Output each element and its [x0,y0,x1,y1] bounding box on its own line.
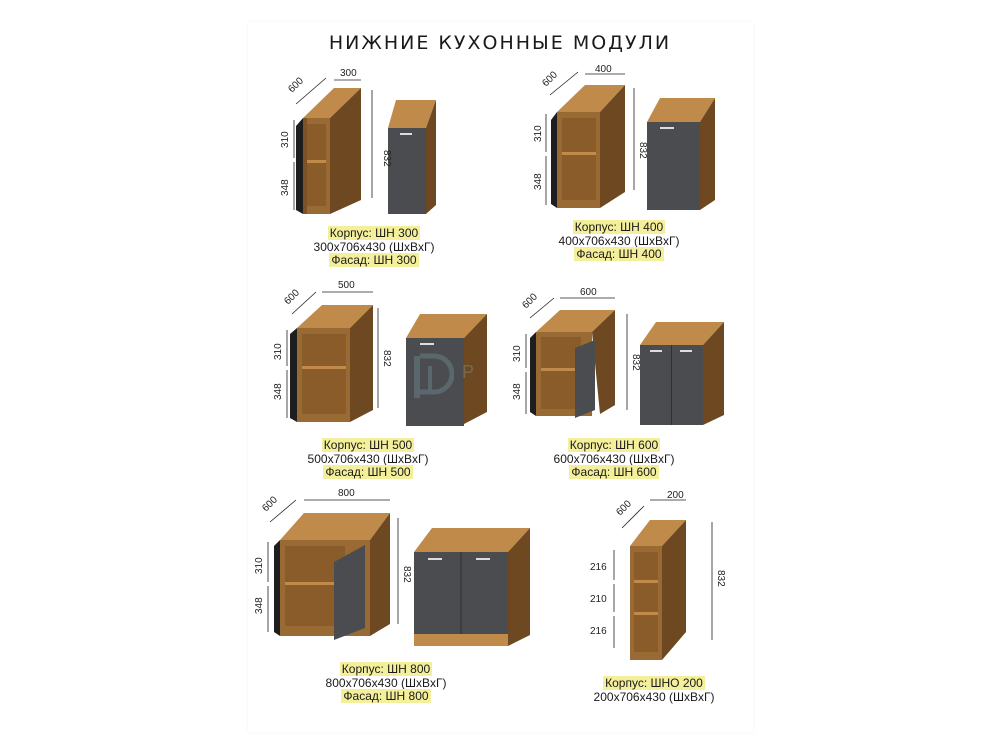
caption-size: 800x706x430 (ШxВxГ) [325,675,447,690]
dim-height: 832 [401,566,412,583]
dim-height: 832 [637,142,648,159]
page-title: НИЖНИЕ КУХОННЫЕ МОДУЛИ [328,32,672,54]
dim-width: 200 [667,490,684,501]
caption-fasad: Фасад: ШН 400 [574,247,664,261]
dim-height: 832 [630,354,641,371]
dim-width: 500 [338,280,355,291]
dim-height: 832 [381,350,392,367]
caption-size: 600x706x430 (ШxВxГ) [553,451,675,466]
dim-shelf1: 216 [590,562,607,573]
dim-upper: 310 [280,131,291,148]
dim-lower: 348 [280,179,291,196]
dim-shelf2: 210 [590,594,607,605]
cabinet-shn500-open [290,305,373,422]
cabinet-shn800-open [274,513,390,640]
caption-shn400: Корпус: ШН 400 400x706x430 (ШxВxГ) Фасад… [499,220,739,262]
caption-fasad: Фасад: ШН 800 [341,689,431,703]
caption-fasad: Фасад: ШН 500 [323,465,413,479]
watermark-text: P [462,362,476,382]
cabinet-shn400-open [551,85,625,208]
cabinet-shn300-closed [388,100,436,214]
caption-size: 500x706x430 (ШxВxГ) [307,451,429,466]
caption-korpus: Корпус: ШН 400 [572,220,666,234]
dim-lower: 348 [273,383,284,400]
dims-shn300 [293,77,373,210]
caption-korpus: Корпус: ШНО 200 [603,676,705,690]
caption-shn600: Корпус: ШН 600 600x706x430 (ШxВxГ) Фасад… [494,438,734,480]
dim-width: 400 [595,64,612,75]
dim-width: 300 [340,68,357,79]
caption-shn800: Корпус: ШН 800 800x706x430 (ШxВxГ) Фасад… [266,662,506,704]
caption-korpus: Корпус: ШН 600 [567,438,661,452]
dims-shno200 [613,499,713,648]
caption-korpus: Корпус: ШН 500 [321,438,415,452]
dim-upper: 310 [512,345,523,362]
caption-fasad: Фасад: ШН 600 [569,465,659,479]
dim-upper: 310 [533,125,544,142]
dim-depth: 600 [520,291,540,311]
dim-width: 600 [580,287,597,298]
dim-depth: 600 [614,498,634,518]
dim-depth: 600 [260,494,280,514]
dim-width: 800 [338,488,355,499]
caption-korpus: Корпус: ШН 800 [339,662,433,676]
watermark: P [410,352,600,412]
dim-height: 832 [381,150,392,167]
dim-depth: 600 [282,287,302,307]
cabinet-shn400-closed [647,98,715,210]
caption-shn300: Корпус: ШН 300 300x706x430 (ШxВxГ) Фасад… [254,226,494,268]
caption-shn500: Корпус: ШН 500 500x706x430 (ШxВxГ) Фасад… [248,438,488,480]
dim-depth: 600 [286,75,306,95]
cabinet-shn600-closed [640,322,724,425]
dim-upper: 310 [254,557,265,574]
dim-lower: 348 [512,383,523,400]
caption-shno200: Корпус: ШНО 200 200x706x430 (ШxВxГ) [534,676,774,704]
dims-shn800 [267,499,399,632]
dim-depth: 600 [540,69,560,89]
cabinet-shn300-open [296,88,361,214]
cabinet-shn500-closed [406,314,487,426]
dims-shn500 [286,291,379,418]
cabinet-shn600-open [530,310,615,418]
caption-size: 300x706x430 (ШxВxГ) [313,239,435,254]
dims-shn600 [525,297,628,414]
caption-size: 200x706x430 (ШxВxГ) [593,689,715,704]
caption-fasad: Фасад: ШН 300 [329,253,419,267]
watermark-logo-icon [414,353,454,398]
caption-korpus: Корпус: ШН 300 [327,226,421,240]
dim-upper: 310 [273,343,284,360]
cabinet-shno200-open [630,520,686,660]
caption-size: 400x706x430 (ШxВxГ) [558,233,680,248]
dim-shelf3: 216 [590,626,607,637]
dim-lower: 348 [533,173,544,190]
cabinet-shn800-closed [414,528,530,646]
dim-height: 832 [715,570,726,587]
dim-lower: 348 [254,597,265,614]
dims-shn400 [545,71,635,205]
